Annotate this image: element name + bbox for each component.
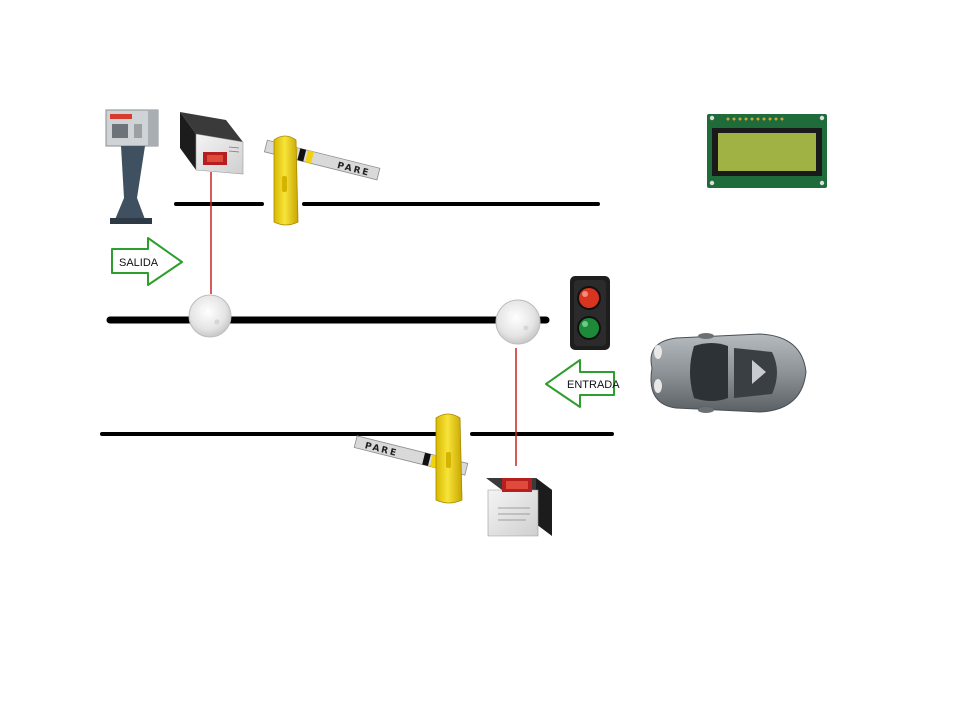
exit-arrow: SALIDA — [111, 237, 183, 286]
barrier-gate-icon: PARE — [353, 413, 469, 504]
barrier-gate-icon: PARE — [263, 135, 381, 226]
loop-detector-icon — [495, 299, 541, 345]
entry-arrow-label: ENTRADA — [567, 379, 620, 391]
exit-arrow-label: SALIDA — [119, 257, 159, 269]
card-reader-icon — [180, 112, 244, 175]
lcd-display-icon — [707, 114, 827, 188]
loop-detector-icon — [188, 294, 232, 338]
card-reader-icon — [486, 478, 552, 537]
ticket-kiosk-icon — [105, 109, 159, 224]
entry-arrow: ENTRADA — [545, 359, 620, 408]
car-icon — [650, 333, 807, 413]
traffic-light-icon — [570, 276, 610, 350]
lane-lines — [100, 202, 614, 436]
